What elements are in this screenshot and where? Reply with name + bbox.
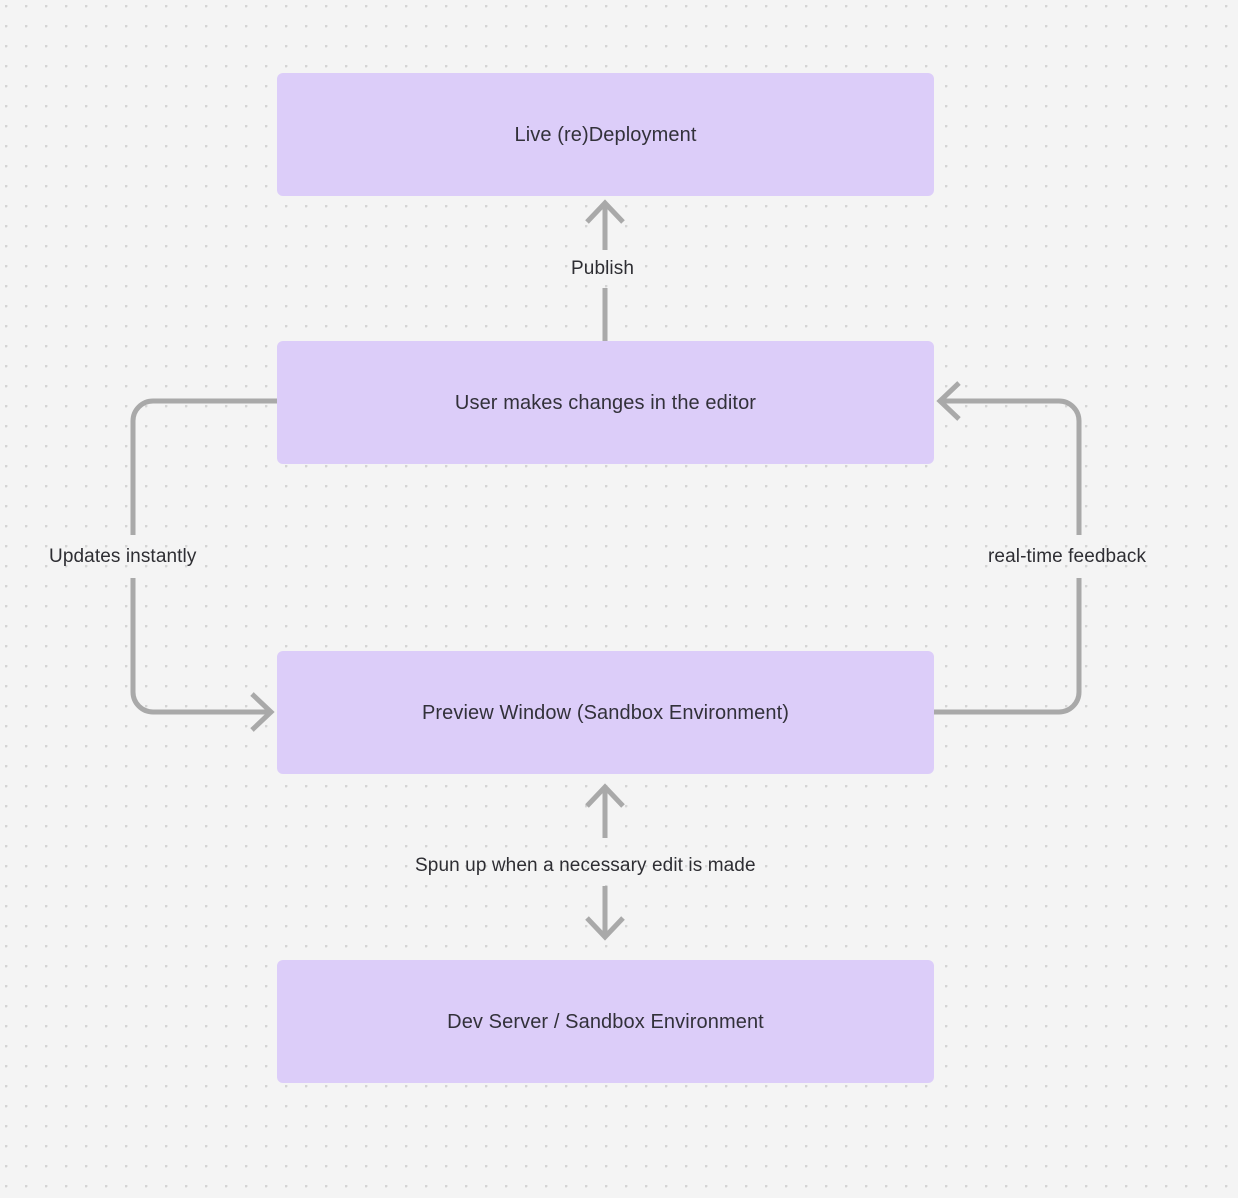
node-dev-server-label: Dev Server / Sandbox Environment bbox=[447, 1010, 764, 1033]
node-live-redeployment-label: Live (re)Deployment bbox=[514, 123, 697, 146]
edge-spun-down-arrowhead bbox=[585, 916, 625, 941]
edge-updates-lower-segment bbox=[130, 578, 271, 715]
node-user-makes-changes[interactable]: User makes changes in the editor bbox=[277, 341, 934, 464]
node-user-makes-changes-label: User makes changes in the editor bbox=[454, 391, 757, 414]
edge-feedback-lower-segment bbox=[934, 578, 1082, 715]
edge-spun-up-arrowhead bbox=[585, 783, 625, 808]
edge-updates-upper-segment bbox=[130, 398, 277, 535]
edge-publish-arrowhead bbox=[585, 199, 625, 224]
edge-feedback-upper-segment bbox=[940, 398, 1082, 535]
edge-label-spun-up: Spun up when a necessary edit is made bbox=[415, 855, 756, 876]
edge-label-real-time-feedback: real-time feedback bbox=[988, 546, 1147, 567]
node-live-redeployment[interactable]: Live (re)Deployment bbox=[277, 73, 934, 196]
edge-updates-arrowhead bbox=[250, 692, 275, 732]
node-preview-window[interactable]: Preview Window (Sandbox Environment) bbox=[277, 651, 934, 774]
node-dev-server[interactable]: Dev Server / Sandbox Environment bbox=[277, 960, 934, 1083]
edge-feedback-arrowhead bbox=[936, 381, 961, 421]
edge-label-updates-instantly: Updates instantly bbox=[49, 546, 197, 567]
edge-label-publish: Publish bbox=[571, 258, 635, 279]
node-preview-window-label: Preview Window (Sandbox Environment) bbox=[421, 701, 790, 724]
